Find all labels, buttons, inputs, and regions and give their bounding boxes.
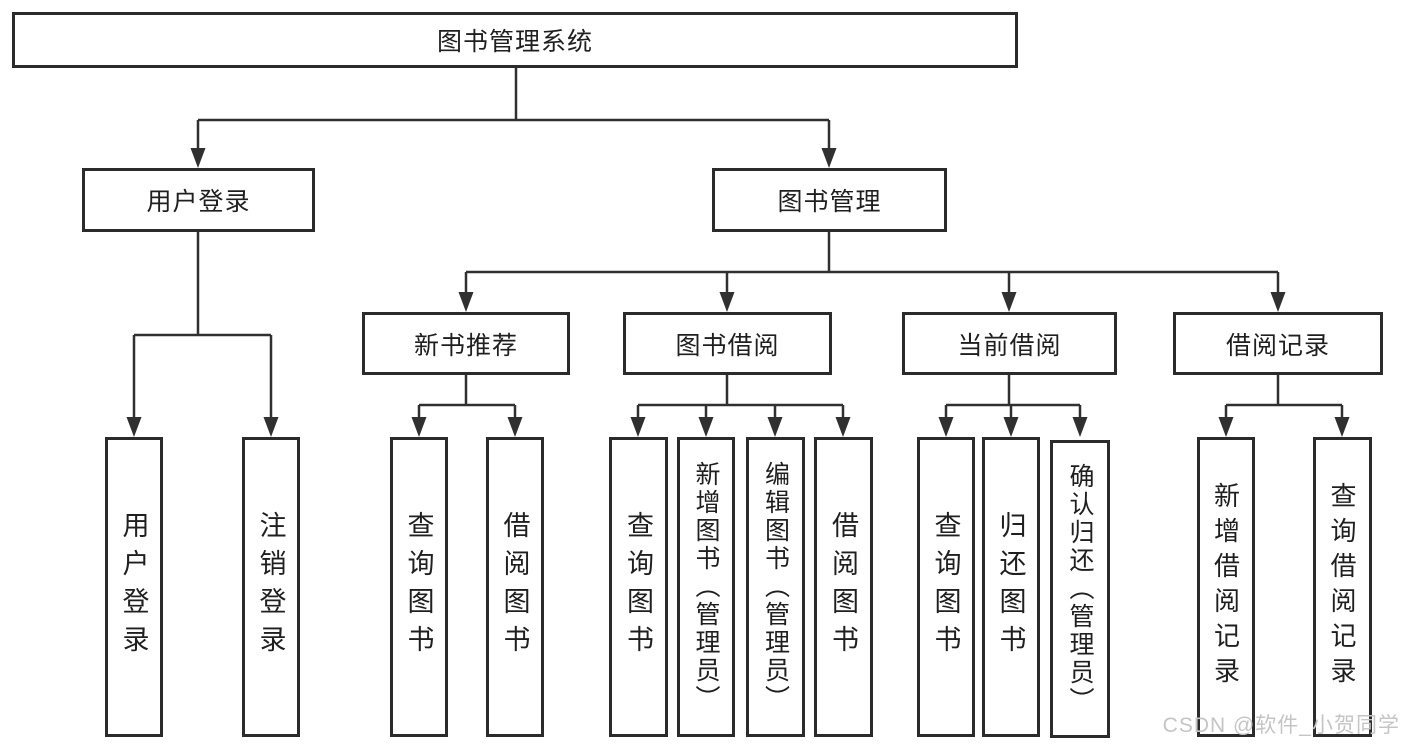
arrowhead (938, 417, 954, 437)
leaf-query-borrow-record: 查询借阅记录 (1313, 437, 1372, 737)
node-borrow-records: 借阅记录 (1173, 312, 1383, 375)
node-root: 图书管理系统 (12, 12, 1018, 68)
arrowhead (1218, 417, 1234, 437)
leaf-query-books-2: 查询图书 (609, 437, 668, 737)
leaf-add-books-admin-label: 新增图书（管理员） (692, 461, 720, 713)
arrowhead (835, 417, 851, 437)
leaf-edit-books-admin: 编辑图书（管理员） (746, 437, 805, 737)
arrowhead (263, 417, 279, 437)
leaf-query-books-2-label: 查询图书 (623, 511, 653, 663)
leaf-borrow-books-1: 借阅图书 (486, 437, 544, 737)
arrowhead (1001, 292, 1017, 312)
leaf-query-borrow-record-label: 查询借阅记录 (1327, 482, 1357, 692)
arrowhead (1003, 417, 1019, 437)
node-new-book-recommend-label: 新书推荐 (413, 331, 518, 360)
node-borrow-records-label: 借阅记录 (1225, 331, 1330, 360)
node-user-login-label: 用户登录 (146, 188, 251, 216)
arrowhead (458, 292, 474, 312)
leaf-borrow-books-2: 借阅图书 (814, 437, 873, 737)
arrowhead (767, 417, 783, 437)
node-root-label: 图书管理系统 (436, 28, 593, 56)
leaf-query-books-3-label: 查询图书 (930, 511, 961, 663)
leaf-borrow-books-1-label: 借阅图书 (499, 511, 530, 663)
arrowhead (411, 417, 427, 437)
watermark: CSDN @软件_小贺同学 (1162, 714, 1400, 737)
arrowhead (507, 417, 523, 437)
arrowhead (698, 417, 714, 437)
node-current-borrow: 当前借阅 (902, 312, 1117, 375)
leaf-query-books-3: 查询图书 (917, 437, 975, 737)
leaf-confirm-return-admin-label: 确认归还（管理员） (1066, 463, 1094, 715)
leaf-add-books-admin: 新增图书（管理员） (677, 437, 735, 737)
leaf-add-borrow-record-label: 新增借阅记录 (1210, 482, 1241, 692)
leaf-logout: 注销登录 (242, 437, 300, 737)
arrowhead (1072, 417, 1088, 437)
arrowhead (630, 417, 646, 437)
leaf-confirm-return-admin: 确认归还（管理员） (1050, 440, 1110, 738)
arrowhead (1334, 417, 1350, 437)
node-user-login: 用户登录 (82, 168, 315, 232)
node-book-management-label: 图书管理 (777, 188, 882, 216)
leaf-edit-books-admin-label: 编辑图书（管理员） (761, 461, 790, 713)
leaf-user-login-label: 用户登录 (118, 511, 149, 663)
node-current-borrow-label: 当前借阅 (957, 331, 1062, 360)
arrowhead (190, 148, 206, 168)
leaf-return-books-label: 归还图书 (995, 511, 1026, 663)
leaf-borrow-books-2-label: 借阅图书 (828, 511, 858, 663)
leaf-return-books: 归还图书 (982, 437, 1040, 737)
arrowhead (1270, 292, 1286, 312)
node-book-borrow-label: 图书借阅 (675, 331, 780, 360)
leaf-query-books-1-label: 查询图书 (403, 511, 434, 663)
arrowhead (719, 292, 735, 312)
leaf-query-books-1: 查询图书 (390, 437, 448, 737)
node-book-management: 图书管理 (712, 168, 947, 232)
node-new-book-recommend: 新书推荐 (362, 312, 570, 375)
leaf-user-login: 用户登录 (105, 437, 163, 737)
leaf-logout-label: 注销登录 (255, 511, 286, 663)
arrowhead (821, 148, 837, 168)
arrowhead (126, 417, 142, 437)
leaf-add-borrow-record: 新增借阅记录 (1197, 437, 1255, 737)
node-book-borrow: 图书借阅 (623, 312, 832, 375)
